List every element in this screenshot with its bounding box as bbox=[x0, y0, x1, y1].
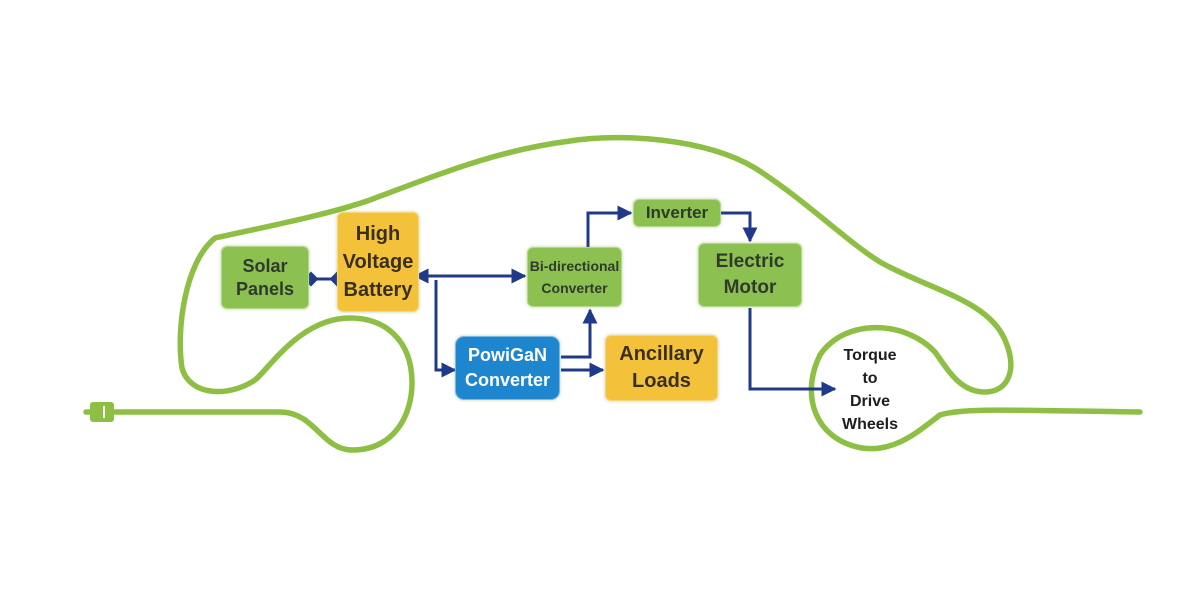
electric-motor-block: Electric Motor bbox=[698, 243, 802, 307]
high-voltage-battery-block: High Voltage Battery bbox=[337, 212, 419, 312]
ancillary-loads-block: Ancillary Loads bbox=[605, 335, 718, 401]
bidirectional-converter-block: Bi-directional Converter bbox=[527, 247, 622, 307]
battery-powigan-arrow bbox=[434, 280, 457, 378]
inverter-block: Inverter bbox=[633, 199, 721, 227]
motor-wheel-arrow bbox=[748, 308, 837, 397]
car-outline bbox=[83, 134, 1143, 453]
powigan-converter-block: PowiGaN Converter bbox=[455, 336, 560, 400]
plug-icon bbox=[90, 402, 114, 422]
inverter-motor-arrow bbox=[721, 211, 758, 243]
bidirectional-inverter-arrow bbox=[586, 205, 633, 247]
powigan-bidirectional-arrow bbox=[561, 308, 598, 359]
solar-panels-block: Solar Panels bbox=[221, 246, 309, 309]
drive-wheels-label: Torque to Drive Wheels bbox=[841, 347, 898, 433]
